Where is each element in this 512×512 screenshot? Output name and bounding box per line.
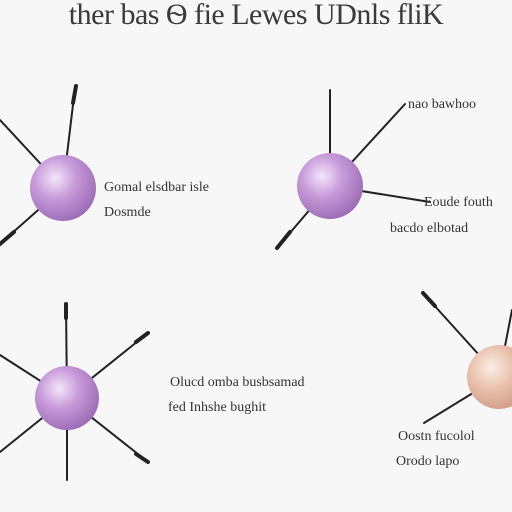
- atom-sphere-top-left: [30, 155, 96, 221]
- molecule-top-left: [0, 84, 96, 246]
- label-top-right-3: bacdo elbotad: [390, 221, 469, 236]
- label-bottom-right-2: Orodo lapo: [396, 454, 460, 469]
- molecule-bottom-left: [0, 302, 150, 481]
- label-bottom-left-1: Olucd omba busbsamad: [170, 375, 305, 390]
- label-top-left-2: Dosmde: [104, 205, 151, 220]
- label-top-left-1: Gomal elsdbar isle: [104, 180, 209, 195]
- label-top-right-2: Eoude fouth: [424, 195, 493, 210]
- label-bottom-left-2: fed Inhshe bughit: [168, 400, 266, 415]
- diagram-title: ther bas Ѳ fie Lewes UDnls fliK: [68, 0, 444, 31]
- molecule-top-right: [275, 89, 431, 250]
- atom-sphere-top-right: [297, 153, 363, 219]
- label-bottom-right-1: Oostn fucolol: [398, 429, 475, 444]
- atom-sphere-bottom-left: [35, 366, 99, 430]
- label-top-right-1: nao bawhoo: [408, 97, 477, 112]
- atom-sphere-bottom-right: [467, 345, 512, 409]
- molecule-bottom-right: [421, 291, 512, 424]
